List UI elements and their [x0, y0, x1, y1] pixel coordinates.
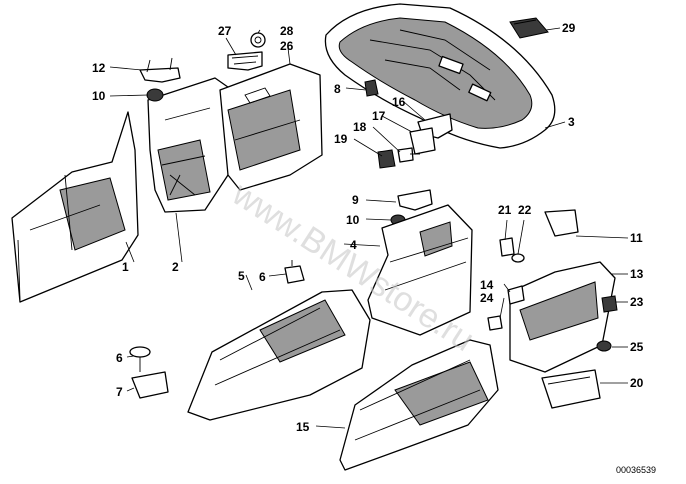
callout-14[interactable]: 14 [480, 278, 494, 292]
callout-13[interactable]: 13 [630, 267, 644, 281]
part-28-nut[interactable] [250, 32, 266, 48]
callout-6-lower[interactable]: 6 [116, 351, 123, 365]
part-11-bracket[interactable] [544, 209, 579, 237]
callout-11[interactable]: 11 [630, 231, 643, 245]
part-20-pocket[interactable] [541, 369, 601, 409]
part-6-expanding-rivet-lower[interactable] [129, 346, 151, 372]
part-26-trunk-side-cover[interactable] [219, 63, 323, 191]
part-25-grommet[interactable] [596, 340, 612, 352]
callout-17[interactable]: 17 [372, 109, 386, 123]
callout-28[interactable]: 28 [280, 24, 294, 38]
part-4-battery-cover[interactable] [367, 204, 473, 336]
callout-6-upper[interactable]: 6 [259, 270, 266, 284]
part-5-trunk-floor-trim[interactable] [187, 289, 371, 421]
part-15-trunk-trim-right[interactable] [339, 339, 499, 471]
leader-lines [109, 27, 629, 429]
callout-4[interactable]: 4 [350, 238, 357, 252]
callout-10-upper[interactable]: 10 [92, 89, 106, 103]
part-21-screw[interactable] [499, 237, 515, 257]
callout-5[interactable]: 5 [238, 269, 245, 283]
part-7-clamp[interactable] [131, 371, 169, 399]
callout-22[interactable]: 22 [518, 203, 532, 217]
part-8-clip[interactable] [364, 79, 379, 97]
part-29-clip[interactable] [509, 17, 549, 39]
part-24-screw[interactable] [487, 315, 503, 331]
part-23-cap[interactable] [601, 295, 618, 313]
callout-12[interactable]: 12 [92, 61, 106, 75]
callout-labels: 1 2 3 4 5 6 6 7 8 9 10 11 12 10 13 14 15… [92, 21, 644, 434]
part-9-bracket[interactable] [397, 189, 433, 211]
part-22-washer[interactable] [511, 253, 525, 263]
part-13-storage-tray[interactable] [509, 261, 616, 373]
callout-21[interactable]: 21 [498, 203, 512, 217]
callout-1[interactable]: 1 [122, 260, 129, 274]
part-17-bracket[interactable] [409, 127, 436, 155]
part-3-trunk-lid-lining[interactable] [324, 3, 556, 149]
part-1-side-trim-panel[interactable] [11, 111, 139, 303]
callout-15[interactable]: 15 [296, 420, 310, 434]
part-6-expanding-rivet-upper[interactable] [284, 260, 305, 284]
callout-7[interactable]: 7 [116, 385, 123, 399]
part-12-clamp[interactable] [139, 57, 181, 83]
callout-24[interactable]: 24 [480, 291, 494, 305]
diagram-reference-code: 00036539 [616, 465, 656, 475]
part-27-bracket[interactable] [227, 51, 263, 71]
callout-20[interactable]: 20 [630, 376, 644, 390]
part-10-grommet-upper[interactable] [146, 88, 164, 102]
part-19-cap[interactable] [377, 149, 396, 169]
callout-3[interactable]: 3 [568, 115, 575, 129]
callout-2[interactable]: 2 [172, 260, 179, 274]
callout-23[interactable]: 23 [630, 295, 644, 309]
callout-19[interactable]: 19 [334, 132, 348, 146]
callout-9[interactable]: 9 [352, 193, 359, 207]
callout-26[interactable]: 26 [280, 39, 294, 53]
part-18-screw[interactable] [397, 147, 420, 163]
callout-27[interactable]: 27 [218, 24, 232, 38]
callout-8[interactable]: 8 [334, 82, 341, 96]
part-14-bracket[interactable] [507, 285, 525, 305]
callout-18[interactable]: 18 [353, 120, 367, 134]
callout-25[interactable]: 25 [630, 340, 644, 354]
callout-10-lower[interactable]: 10 [346, 213, 360, 227]
part-2-trunk-side-trim-left[interactable] [147, 77, 236, 213]
callout-16[interactable]: 16 [392, 95, 406, 109]
callout-29[interactable]: 29 [562, 21, 576, 35]
